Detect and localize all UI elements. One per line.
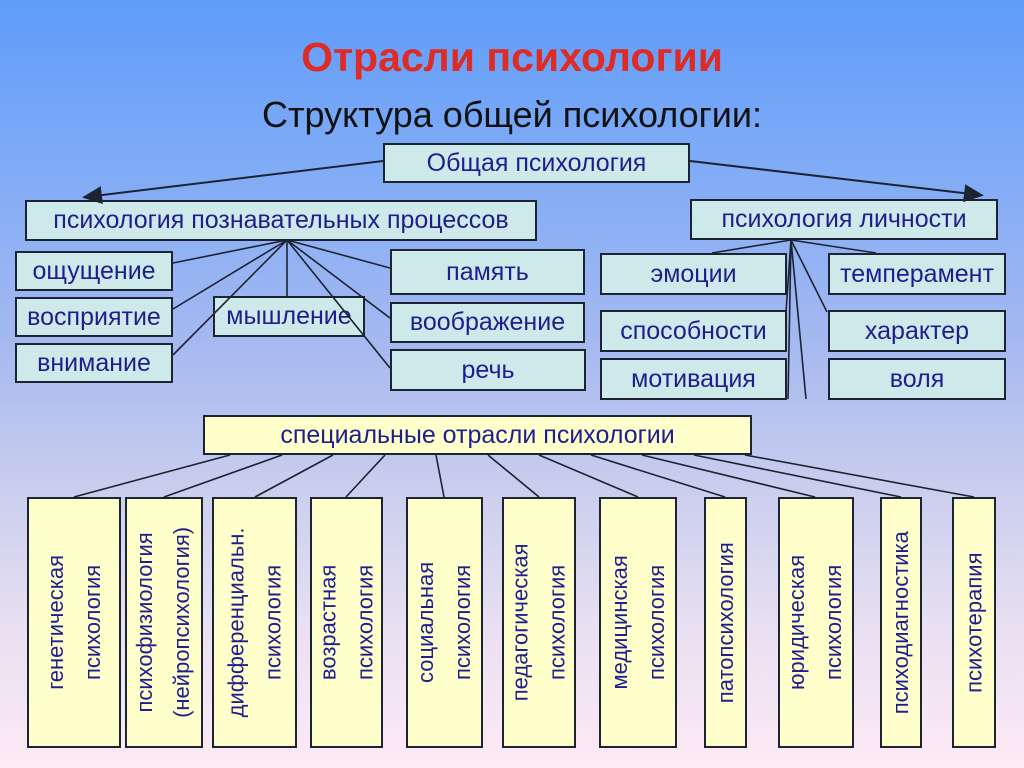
node-temperament: темперамент bbox=[828, 253, 1006, 295]
node-pedagogical-psychology: педагогическая психология bbox=[502, 497, 576, 748]
node-psychodiagnostics: психодиагностика bbox=[880, 497, 922, 748]
node-attention: внимание bbox=[15, 343, 173, 383]
node-character: характер bbox=[828, 310, 1006, 352]
connector-special-psychophysiology bbox=[163, 454, 283, 498]
node-general-psychology: Общая психология bbox=[383, 143, 690, 183]
connector-special-psychotherapy bbox=[744, 454, 975, 498]
node-pedagogical-psychology-label: педагогическая психология bbox=[507, 543, 570, 702]
node-emotions: эмоции bbox=[600, 253, 787, 295]
connector-root-to-personality bbox=[689, 160, 984, 203]
node-psychophysiology-label: психофизиология (нейропсихология) bbox=[132, 526, 195, 719]
node-genetic-psychology-label: генетическая психология bbox=[42, 555, 105, 690]
node-perception: восприятие bbox=[15, 297, 173, 337]
node-medical-psychology: медицинская психология bbox=[599, 497, 677, 748]
node-differential-psychology-label: дифференциальн. психология bbox=[223, 527, 286, 718]
connector-personality-emotions bbox=[711, 239, 792, 254]
connector-special-pathopsychology bbox=[590, 454, 726, 498]
node-medical-psychology-label: медицинская психология bbox=[606, 555, 669, 690]
node-genetic-psychology: генетическая психология bbox=[27, 497, 121, 748]
node-abilities: способности bbox=[600, 310, 787, 352]
connector-cognitive-memory bbox=[286, 239, 391, 269]
node-will: воля bbox=[828, 358, 1006, 400]
node-psychodiagnostics-label: психодиагностика bbox=[888, 530, 914, 715]
node-legal-psychology-label: юридическая психология bbox=[784, 554, 848, 691]
node-psychophysiology: психофизиология (нейропсихология) bbox=[125, 497, 203, 748]
connector-special-genetic bbox=[73, 454, 231, 498]
connector-cognitive-sensation bbox=[172, 239, 288, 264]
connector-special-age bbox=[345, 454, 386, 498]
page-subtitle: Структура общей психологии: bbox=[262, 94, 762, 135]
node-social-psychology-label: социальная психология bbox=[413, 561, 476, 684]
node-personality-psychology: психология личности bbox=[690, 199, 998, 240]
page-title: Отрасли психологии bbox=[301, 34, 723, 80]
node-motivation: мотивация bbox=[600, 358, 787, 400]
node-sensation: ощущение bbox=[15, 251, 173, 291]
connector-personality-temperament bbox=[790, 239, 877, 254]
node-pathopsychology: патопсихология bbox=[704, 497, 747, 748]
connector-special-legal bbox=[641, 454, 816, 498]
node-psychotherapy: психотерапия bbox=[952, 497, 996, 748]
connector-special-medical bbox=[538, 454, 639, 498]
connector-special-social bbox=[435, 454, 445, 498]
node-thinking: мышление bbox=[213, 296, 365, 337]
connector-special-differential bbox=[254, 454, 334, 498]
node-pathopsychology-label: патопсихология bbox=[712, 542, 738, 703]
node-age-psychology: возрастная психология bbox=[310, 497, 383, 748]
connector-personality-will bbox=[790, 239, 807, 400]
connector-special-psychodiagnostics bbox=[693, 454, 902, 498]
node-social-psychology: социальная психология bbox=[406, 497, 483, 748]
connector-root-to-cognitive bbox=[82, 160, 384, 205]
node-speech: речь bbox=[390, 349, 586, 391]
node-psychotherapy-label: психотерапия bbox=[961, 552, 987, 693]
connector-personality-character bbox=[790, 239, 828, 313]
node-age-psychology-label: возрастная психология bbox=[315, 564, 378, 681]
node-cognitive-processes: психология познавательных процессов bbox=[25, 200, 537, 241]
node-differential-psychology: дифференциальн. психология bbox=[212, 497, 297, 748]
node-memory: память bbox=[390, 249, 585, 295]
connector-personality-motivation bbox=[787, 239, 792, 400]
connector-special-pedagogical bbox=[487, 454, 540, 498]
node-imagination: воображение bbox=[390, 302, 585, 343]
node-special-branches: специальные отрасли психологии bbox=[203, 415, 752, 455]
node-legal-psychology: юридическая психология bbox=[778, 497, 854, 748]
